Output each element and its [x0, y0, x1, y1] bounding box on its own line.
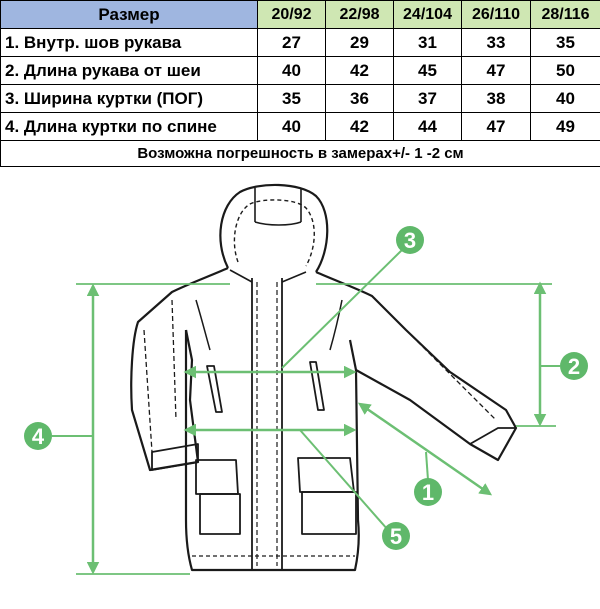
table-cell: 33: [461, 28, 531, 57]
jacket-measurement-diagram: 1 2 3 4 5: [24, 183, 588, 575]
table-cell: 40: [530, 84, 600, 113]
marker-1-label: 1: [422, 480, 434, 505]
marker-5-label: 5: [390, 524, 402, 549]
jacket-outline: [130, 183, 518, 572]
size-header-label: Размер: [0, 0, 258, 29]
table-cell: 36: [325, 84, 394, 113]
table-cell: 47: [461, 56, 531, 85]
table-row: 1. Внутр. шов рукава 27 29 31 33 35: [0, 28, 600, 57]
table-cell: 44: [393, 112, 462, 141]
table-cell: 27: [257, 28, 326, 57]
row-label: 1. Внутр. шов рукава: [0, 28, 258, 57]
table-row: 4. Длина куртки по спине 40 42 44 47 49: [0, 112, 600, 141]
table-row: 2. Длина рукава от шеи 40 42 45 47 50: [0, 56, 600, 85]
table-cell: 45: [393, 56, 462, 85]
note-row: Возможна погрешность в замерах+/- 1 -2 с…: [0, 140, 600, 167]
table-row: 3. Ширина куртки (ПОГ) 35 36 37 38 40: [0, 84, 600, 113]
marker-5: 5: [382, 522, 410, 550]
marker-3-label: 3: [404, 228, 416, 253]
size-column-header: 28/116: [530, 0, 600, 29]
table-cell: 40: [257, 56, 326, 85]
marker-3: 3: [396, 226, 424, 254]
table-header-row: Размер 20/92 22/98 24/104 26/110 28/116: [0, 0, 600, 29]
row-label: 3. Ширина куртки (ПОГ): [0, 84, 258, 113]
size-column-header: 22/98: [325, 0, 394, 29]
table-cell: 37: [393, 84, 462, 113]
marker-4-label: 4: [32, 424, 45, 449]
table-cell: 38: [461, 84, 531, 113]
table-cell: 47: [461, 112, 531, 141]
marker-2-label: 2: [568, 354, 580, 379]
table-cell: 49: [530, 112, 600, 141]
size-column-header: 20/92: [257, 0, 326, 29]
measurement-note: Возможна погрешность в замерах+/- 1 -2 с…: [0, 140, 600, 167]
marker-1: 1: [414, 478, 442, 506]
size-table: Размер 20/92 22/98 24/104 26/110 28/116 …: [0, 0, 600, 167]
marker-4: 4: [24, 422, 52, 450]
size-column-header: 26/110: [461, 0, 531, 29]
size-column-header: 24/104: [393, 0, 462, 29]
row-label: 4. Длина куртки по спине: [0, 112, 258, 141]
table-cell: 29: [325, 28, 394, 57]
row-label: 2. Длина рукава от шеи: [0, 56, 258, 85]
table-cell: 50: [530, 56, 600, 85]
marker-2: 2: [560, 352, 588, 380]
table-cell: 31: [393, 28, 462, 57]
measurement-lines: [52, 247, 560, 575]
table-cell: 42: [325, 112, 394, 141]
table-cell: 35: [257, 84, 326, 113]
table-cell: 40: [257, 112, 326, 141]
table-cell: 35: [530, 28, 600, 57]
table-cell: 42: [325, 56, 394, 85]
